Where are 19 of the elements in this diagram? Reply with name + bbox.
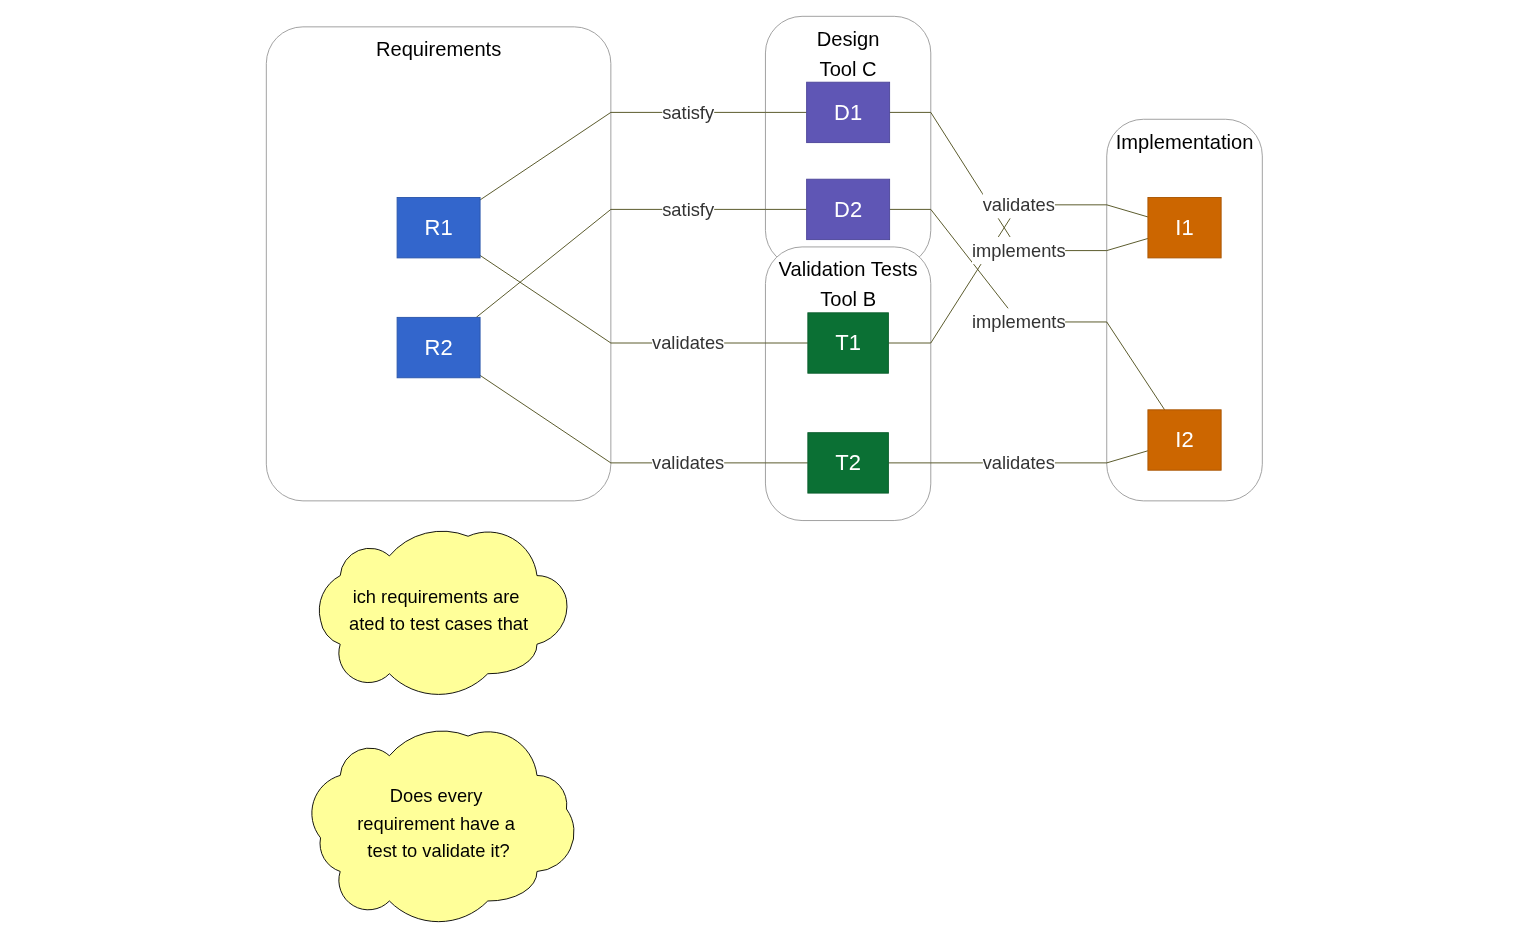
edge-label: validates [651,332,724,353]
node-box: I1 [1147,196,1222,258]
node-box: T2 [807,431,889,494]
edge-label: satisfy [661,101,714,122]
node-box: D1 [805,81,890,143]
edge-label: implements [971,311,1066,332]
node-box: R2 [396,316,481,378]
edge-label: validates [982,452,1055,473]
node-box: D2 [805,178,890,240]
node-box: R1 [396,196,481,258]
edge-label: validates [982,194,1055,215]
connector [888,111,1149,251]
node-box: I2 [1147,408,1222,471]
connector [887,203,1149,343]
node-box: T1 [807,311,889,374]
edge-label: implements [971,240,1066,261]
edge-label: validates [651,452,724,473]
connector [888,208,1165,410]
edge-label: satisfy [661,198,714,219]
